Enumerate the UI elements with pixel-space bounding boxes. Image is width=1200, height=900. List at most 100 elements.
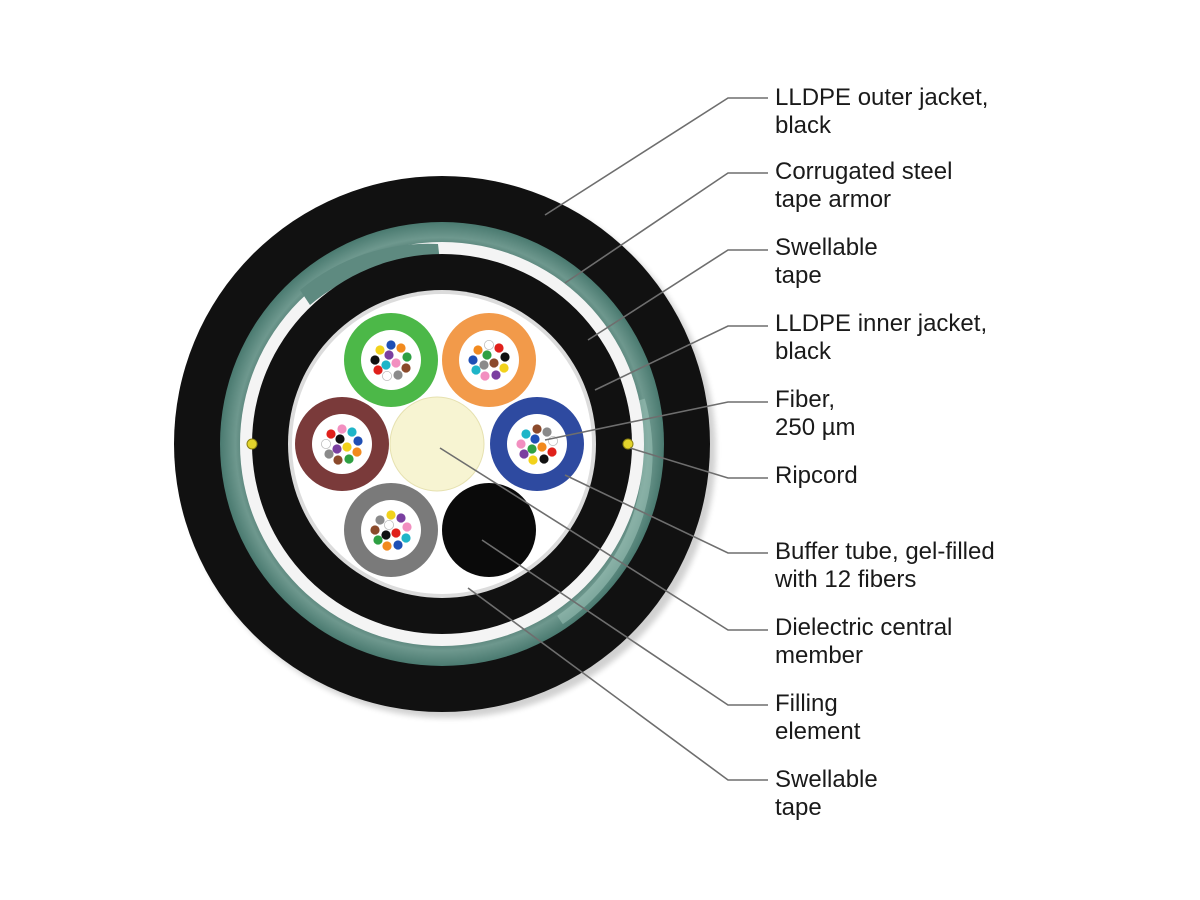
buffer-tube-orange [442, 313, 536, 407]
label-line: Ripcord [775, 462, 858, 489]
fiber [375, 345, 385, 355]
fiber [489, 358, 499, 368]
fiber [479, 360, 489, 370]
label-line: LLDPE outer jacket, [775, 84, 989, 111]
fiber [332, 444, 342, 454]
label-swellable-tape-inner: Swellable tape [775, 766, 878, 822]
fiber [471, 365, 481, 375]
fiber [402, 352, 412, 362]
label-line: Corrugated steel [775, 158, 953, 185]
ripcord-left [246, 438, 258, 450]
label-filling-element: Filling element [775, 690, 860, 746]
fiber [519, 449, 529, 459]
fiber [530, 434, 540, 444]
fiber [402, 522, 412, 532]
fiber [352, 447, 362, 457]
leader-steel-armor [564, 172, 768, 284]
label-central-member: Dielectric central member [775, 614, 952, 670]
fiber [532, 424, 542, 434]
fiber [342, 442, 352, 452]
fiber [326, 429, 336, 439]
fiber [521, 429, 531, 439]
fiber [337, 424, 347, 434]
fiber [527, 444, 537, 454]
fiber [335, 434, 345, 444]
fiber [381, 360, 391, 370]
fiber [483, 339, 494, 350]
label-line: 250 µm [775, 414, 856, 441]
leader-buffer-tube [564, 474, 768, 554]
label-line: black [775, 338, 832, 365]
buffer-tube-gray [344, 483, 438, 577]
label-line: member [775, 642, 864, 669]
fiber [386, 340, 396, 350]
buffer-tube-blue [490, 397, 584, 491]
label-line: Filling [775, 690, 838, 717]
leader-outer-jacket [544, 97, 768, 216]
label-line: tape [775, 794, 822, 821]
label-buffer-tube: Buffer tube, gel-filled with 12 fibers [775, 538, 995, 594]
label-line: element [775, 718, 861, 745]
fiber [528, 455, 538, 465]
leader-ripcord [629, 447, 768, 479]
fiber [347, 427, 357, 437]
fiber [381, 370, 392, 381]
fiber [353, 436, 363, 446]
label-line: with 12 fibers [775, 566, 917, 593]
fiber [468, 355, 478, 365]
label-line: tape armor [775, 186, 892, 213]
fiber [370, 355, 380, 365]
fiber [373, 365, 383, 375]
fiber [333, 455, 343, 465]
fiber [499, 363, 509, 373]
fiber [393, 540, 403, 550]
filling-element [442, 483, 536, 577]
leader-central-member [439, 447, 768, 631]
fiber [393, 370, 403, 380]
fiber [396, 513, 406, 523]
fiber [401, 533, 411, 543]
label-line: Swellable [775, 766, 878, 793]
label-line: Dielectric central [775, 614, 953, 641]
dielectric-central-member [389, 396, 485, 492]
label-inner-jacket: LLDPE inner jacket, black [775, 310, 987, 366]
fiber [473, 345, 483, 355]
fiber [542, 427, 552, 437]
leader-lines [439, 97, 768, 781]
armor-highlight [557, 398, 653, 625]
label-steel-armor: Corrugated steel tape armor [775, 158, 952, 214]
fiber [516, 439, 526, 449]
ripcord-right [622, 438, 634, 450]
label-line: LLDPE inner jacket, [775, 310, 988, 337]
fiber [494, 343, 504, 353]
buffer-tube-gel [361, 500, 421, 560]
leader-inner-jacket [594, 325, 768, 391]
fiber [383, 520, 394, 531]
label-line: Fiber, [775, 386, 836, 413]
fiber [480, 371, 490, 381]
buffer-tube-brown [295, 397, 389, 491]
fiber [500, 352, 510, 362]
label-fiber: Fiber, 250 µm [775, 386, 856, 442]
buffer-tube-green [344, 313, 438, 407]
buffer-tube-gel [361, 330, 421, 390]
fiber [373, 535, 383, 545]
fiber [324, 449, 334, 459]
fiber [320, 438, 331, 449]
buffer-tube-gel [507, 414, 567, 474]
buffer-tube-gel [459, 330, 519, 390]
label-line: tape [775, 262, 822, 289]
leader-fiber [544, 401, 768, 441]
fiber [375, 515, 385, 525]
fiber [491, 370, 501, 380]
fiber [384, 350, 394, 360]
fiber [370, 525, 380, 535]
fiber [344, 454, 354, 464]
leader-swellable-tape-outer [587, 249, 768, 341]
fiber [539, 454, 549, 464]
fiber [482, 350, 492, 360]
fiber [401, 363, 411, 373]
label-swellable-tape-outer: Swellable tape [775, 234, 878, 290]
fiber [391, 358, 401, 368]
